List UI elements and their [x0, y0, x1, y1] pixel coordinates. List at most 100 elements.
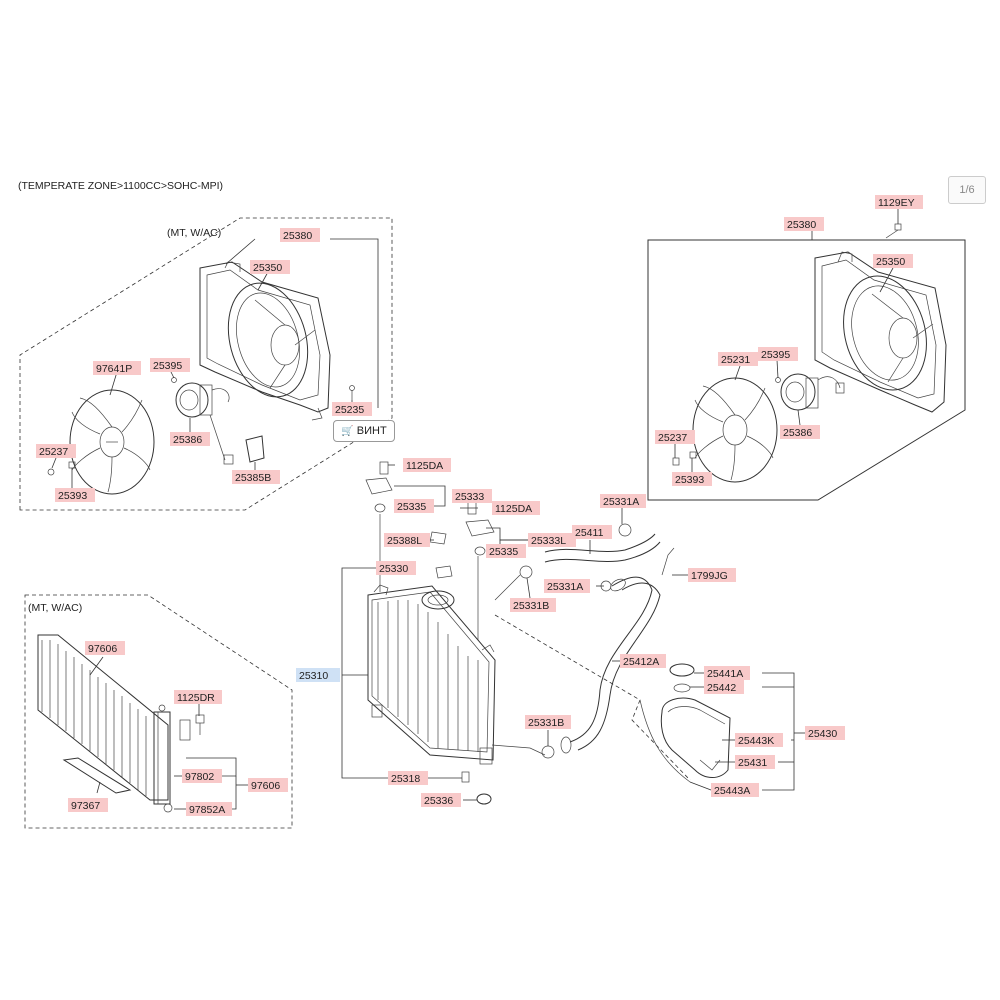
callout-25380-left[interactable]: 25380 [280, 228, 320, 242]
callout-25395-right[interactable]: 25395 [758, 347, 798, 361]
callout-25443a[interactable]: 25443A [711, 783, 759, 797]
svg-text:25393: 25393 [58, 490, 87, 502]
svg-text:1125DR: 1125DR [177, 692, 215, 704]
callout-25331b-top[interactable]: 25331B [510, 598, 556, 612]
callout-25350-left[interactable]: 25350 [250, 260, 290, 274]
callout-97606-top[interactable]: 97606 [85, 641, 125, 655]
svg-text:25333: 25333 [455, 491, 484, 503]
svg-text:25380: 25380 [283, 230, 312, 242]
callout-25235[interactable]: 25235 [332, 402, 372, 416]
air-guard-drawing [62, 757, 132, 794]
svg-text:25411: 25411 [575, 527, 604, 539]
callout-1799jg[interactable]: 1799JG [688, 568, 736, 582]
callout-97606-right[interactable]: 97606 [248, 778, 288, 792]
svg-text:1129EY: 1129EY [878, 197, 915, 209]
svg-text:25386: 25386 [173, 434, 202, 446]
fan-shroud-drawing-right [814, 251, 947, 413]
callout-25237-left[interactable]: 25237 [36, 444, 76, 458]
callout-97852a[interactable]: 97852A [186, 802, 232, 816]
callout-25395-left[interactable]: 25395 [150, 358, 190, 372]
svg-text:25388L: 25388L [387, 535, 422, 547]
callout-25380-right[interactable]: 25380 [784, 217, 824, 231]
reservoir-tank-drawing [639, 663, 731, 783]
callout-1125dr[interactable]: 1125DR [174, 690, 222, 704]
callout-25430[interactable]: 25430 [805, 726, 845, 740]
callout-25442[interactable]: 25442 [704, 680, 744, 694]
svg-text:25310: 25310 [299, 670, 328, 682]
callout-25441a[interactable]: 25441A [704, 666, 750, 680]
fan-motor-drawing [175, 382, 234, 465]
callout-25318[interactable]: 25318 [388, 771, 428, 785]
callout-1129ey[interactable]: 1129EY [875, 195, 923, 209]
callout-25333l[interactable]: 25333L [528, 533, 576, 547]
svg-text:25331A: 25331A [547, 581, 583, 593]
small-screw-drawing [47, 377, 355, 476]
svg-text:25443K: 25443K [738, 735, 774, 747]
callout-1125da-top[interactable]: 1125DA [403, 458, 451, 472]
callout-25388l[interactable]: 25388L [384, 533, 430, 547]
resistor-drawing [245, 435, 265, 463]
svg-text:25330: 25330 [379, 563, 408, 575]
callout-25335-mid[interactable]: 25335 [486, 544, 526, 558]
svg-text:25393: 25393 [675, 474, 704, 486]
callout-25393-right[interactable]: 25393 [672, 472, 712, 486]
condenser-drawing [37, 634, 191, 813]
svg-text:25385B: 25385B [235, 472, 271, 484]
svg-text:25412A: 25412A [623, 656, 659, 668]
vint-button[interactable]: 🛒ВИНТ [333, 420, 395, 442]
svg-text:25430: 25430 [808, 728, 837, 740]
callout-25331a-top[interactable]: 25331A [600, 494, 646, 508]
svg-text:25237: 25237 [39, 446, 68, 458]
callout-97367[interactable]: 97367 [68, 798, 108, 812]
callout-25331a-mid[interactable]: 25331A [544, 579, 590, 593]
callout-25431[interactable]: 25431 [735, 755, 775, 769]
svg-text:1799JG: 1799JG [691, 570, 728, 582]
callout-1125da-mid[interactable]: 1125DA [492, 501, 540, 515]
svg-text:97367: 97367 [71, 800, 100, 812]
callout-25231[interactable]: 25231 [718, 352, 758, 366]
callout-25330[interactable]: 25330 [376, 561, 416, 575]
callout-25393-left[interactable]: 25393 [55, 488, 95, 502]
callout-25336[interactable]: 25336 [421, 793, 461, 807]
callout-25350-right[interactable]: 25350 [873, 254, 913, 268]
svg-text:25331A: 25331A [603, 496, 639, 508]
svg-text:25431: 25431 [738, 757, 767, 769]
svg-text:25318: 25318 [391, 773, 420, 785]
bracket-drawings [365, 461, 495, 805]
callout-97802[interactable]: 97802 [182, 769, 222, 783]
callout-25412a[interactable]: 25412A [620, 654, 666, 668]
callout-25310[interactable]: 25310 [296, 668, 340, 682]
svg-text:97641P: 97641P [96, 363, 132, 375]
fan-assembly-group [647, 209, 966, 501]
fan-motor-drawing-right [780, 373, 845, 411]
condenser-mt-group: (MT, W/AC) [24, 594, 293, 829]
callout-25386-left[interactable]: 25386 [170, 432, 210, 446]
svg-text:25395: 25395 [761, 349, 790, 361]
callout-25335-top[interactable]: 25335 [394, 499, 434, 513]
fan-group-label: (MT, W/AC) [167, 227, 221, 239]
diagram-title: (TEMPERATE ZONE>1100CC>SOHC-MPI) [18, 180, 223, 192]
callout-97641p[interactable]: 97641P [93, 361, 141, 375]
svg-text:25443A: 25443A [714, 785, 750, 797]
cart-icon: 🛒 [341, 426, 354, 437]
small-screw-drawing-right [672, 223, 902, 466]
callout-25237-right[interactable]: 25237 [655, 430, 695, 444]
svg-text:25350: 25350 [253, 262, 282, 274]
fan-blade-drawing [69, 389, 155, 495]
condenser-group-label: (MT, W/AC) [28, 602, 82, 614]
callout-25331b-bottom[interactable]: 25331B [525, 715, 571, 729]
svg-text:25350: 25350 [876, 256, 905, 268]
callout-25386-right[interactable]: 25386 [780, 425, 820, 439]
callout-25385b[interactable]: 25385B [232, 470, 280, 484]
callout-25333[interactable]: 25333 [452, 489, 492, 503]
svg-text:25231: 25231 [721, 354, 750, 366]
bolt-drawing [195, 714, 205, 735]
page-indicator[interactable]: 1/6 [948, 176, 986, 204]
svg-text:97802: 97802 [185, 771, 214, 783]
callout-25411[interactable]: 25411 [572, 525, 612, 539]
svg-text:25331B: 25331B [528, 717, 564, 729]
callout-25443k[interactable]: 25443K [735, 733, 783, 747]
fan-assembly-mt-group: (MT, W/AC) [19, 217, 393, 511]
svg-text:25380: 25380 [787, 219, 816, 231]
